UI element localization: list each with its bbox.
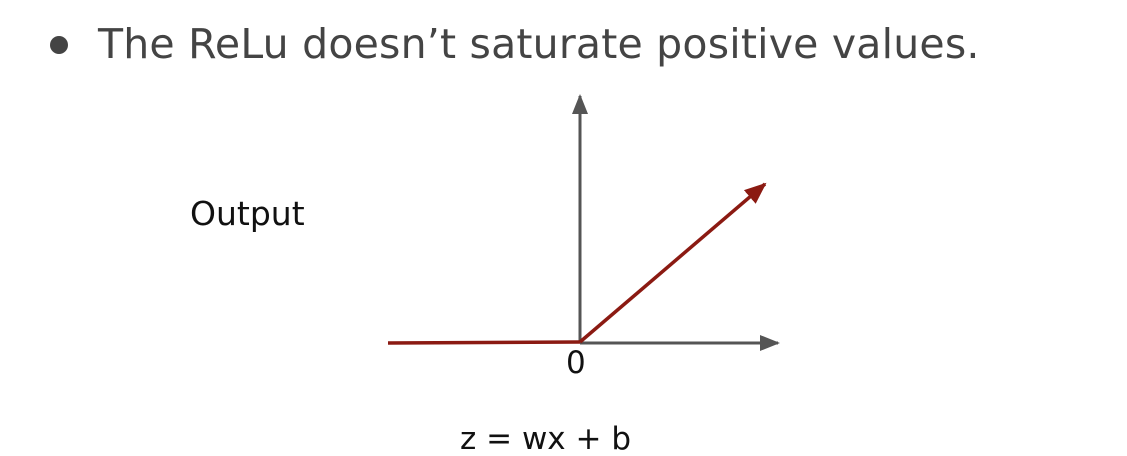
x-axis-label: z = wx + b [460,421,631,456]
bullet-point: The ReLu doesn’t saturate positive value… [50,16,980,72]
bullet-dot-icon [50,36,68,54]
bullet-text: The ReLu doesn’t saturate positive value… [98,20,980,68]
relu-positive-arrow [578,182,767,344]
origin-label: 0 [566,345,586,381]
relu-zero-segment [387,340,581,345]
y-axis-label: Output [190,194,305,233]
